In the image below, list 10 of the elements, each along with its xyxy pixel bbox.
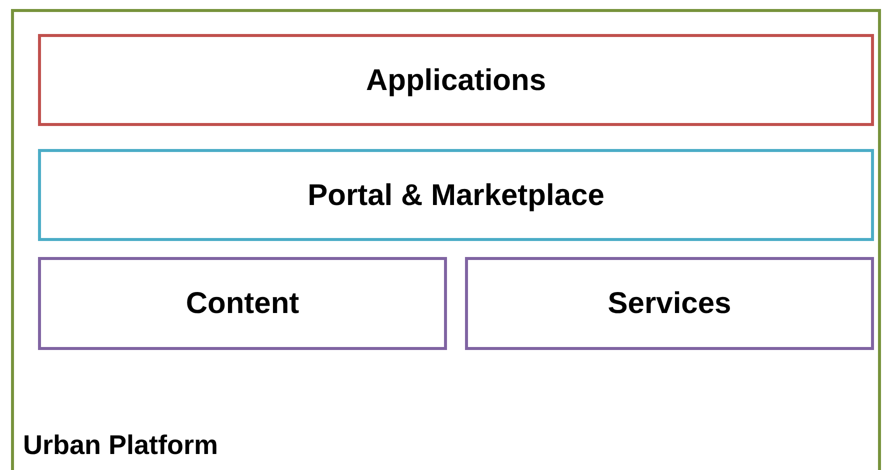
layer-box xyxy=(38,149,874,241)
layer-box xyxy=(38,257,447,350)
frame-label: Urban Platform xyxy=(23,429,218,462)
layer-label: Content xyxy=(186,286,300,322)
layer-label: Applications xyxy=(366,62,546,98)
layer-label: Services xyxy=(608,286,732,322)
layer-label: Portal & Marketplace xyxy=(308,178,604,214)
layer-box xyxy=(465,257,874,350)
layer-box xyxy=(38,34,874,126)
platform-frame xyxy=(11,9,881,470)
